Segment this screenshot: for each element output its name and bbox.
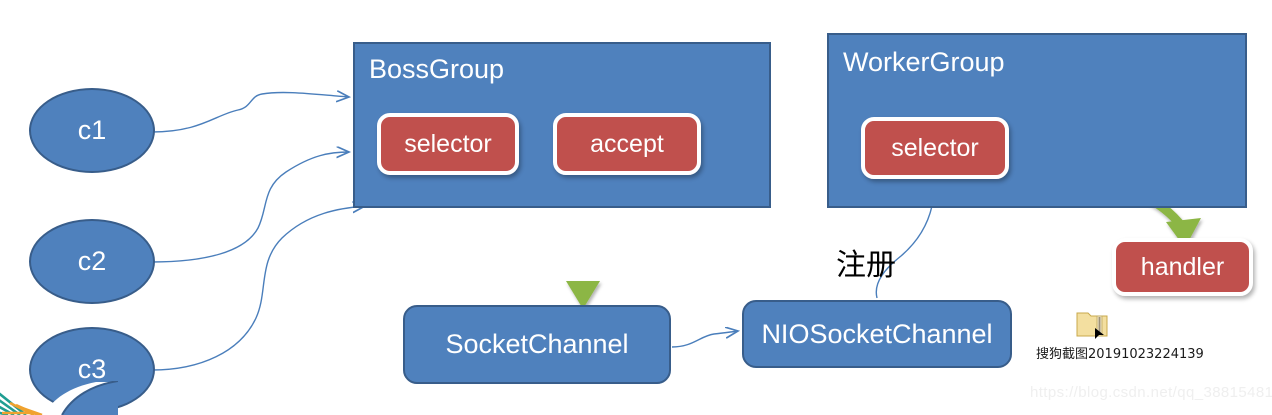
screenshot-caption-watermark: 搜狗截图20191023224139	[1036, 347, 1204, 362]
niosocketchannel-label: NIOSocketChannel	[761, 318, 993, 349]
socketchannel-box[interactable]: SocketChannel	[403, 305, 671, 384]
handler-label: handler	[1140, 252, 1225, 281]
client-node-c1[interactable]: c1	[29, 88, 155, 173]
client-label-c3: c3	[77, 354, 107, 384]
folder-zip-icon	[1076, 308, 1110, 340]
bossgroup-title: BossGroup	[369, 54, 505, 84]
boss-selector-label: selector	[404, 129, 492, 158]
connector-c3-to-bossgroup	[151, 206, 365, 371]
slide-corner-ornament	[0, 380, 119, 415]
socketchannel-label: SocketChannel	[445, 329, 629, 359]
handler-box[interactable]: handler	[1112, 238, 1253, 296]
workergroup-title: WorkerGroup	[843, 47, 1005, 77]
connector-c1-to-bossgroup	[151, 92, 349, 133]
worker-selector-label: selector	[891, 133, 979, 162]
csdn-blog-watermark: https://blog.csdn.net/qq_38815481	[1030, 384, 1272, 401]
boss-accept-label: accept	[590, 129, 664, 158]
niosocketchannel-box[interactable]: NIOSocketChannel	[742, 300, 1012, 368]
worker-selector-box[interactable]: selector	[861, 117, 1009, 179]
connector-c2-to-bossgroup	[151, 152, 349, 263]
client-label-c1: c1	[77, 115, 107, 145]
client-label-c2: c2	[77, 246, 107, 276]
register-annotation-label: 注册	[836, 248, 896, 283]
boss-selector-box[interactable]: selector	[377, 113, 519, 175]
connector-socketchannel-to-niosocketchannel	[671, 331, 738, 348]
client-node-c2[interactable]: c2	[29, 219, 155, 304]
boss-accept-box[interactable]: accept	[553, 113, 701, 175]
